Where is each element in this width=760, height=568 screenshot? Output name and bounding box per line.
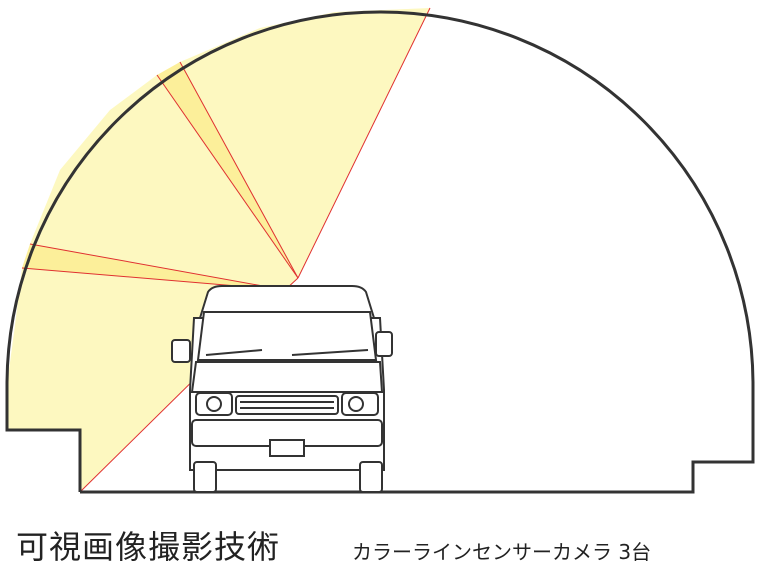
van-mirror-right	[375, 331, 393, 357]
tunnel-outline	[5, 10, 755, 494]
fov-camera-top	[180, 8, 430, 278]
van-plate	[269, 439, 305, 457]
caption: 可視画像撮影技術 カラーラインセンサーカメラ 3台	[0, 500, 760, 568]
diagram-title: 可視画像撮影技術	[16, 528, 281, 566]
van-hood	[190, 361, 384, 393]
van-vehicle	[171, 285, 393, 493]
van-mirror-left	[171, 339, 191, 363]
fov-overlap-top	[157, 62, 298, 278]
tunnel-camera-diagram	[5, 7, 755, 494]
van-tire-left	[193, 461, 217, 493]
van-roof	[198, 285, 376, 319]
van-windshield	[196, 311, 378, 361]
van-grille	[235, 395, 339, 415]
van-tire-right	[359, 461, 383, 493]
fov-camera-middle	[30, 75, 298, 290]
diagram-subtitle: カラーラインセンサーカメラ 3台	[352, 540, 652, 564]
